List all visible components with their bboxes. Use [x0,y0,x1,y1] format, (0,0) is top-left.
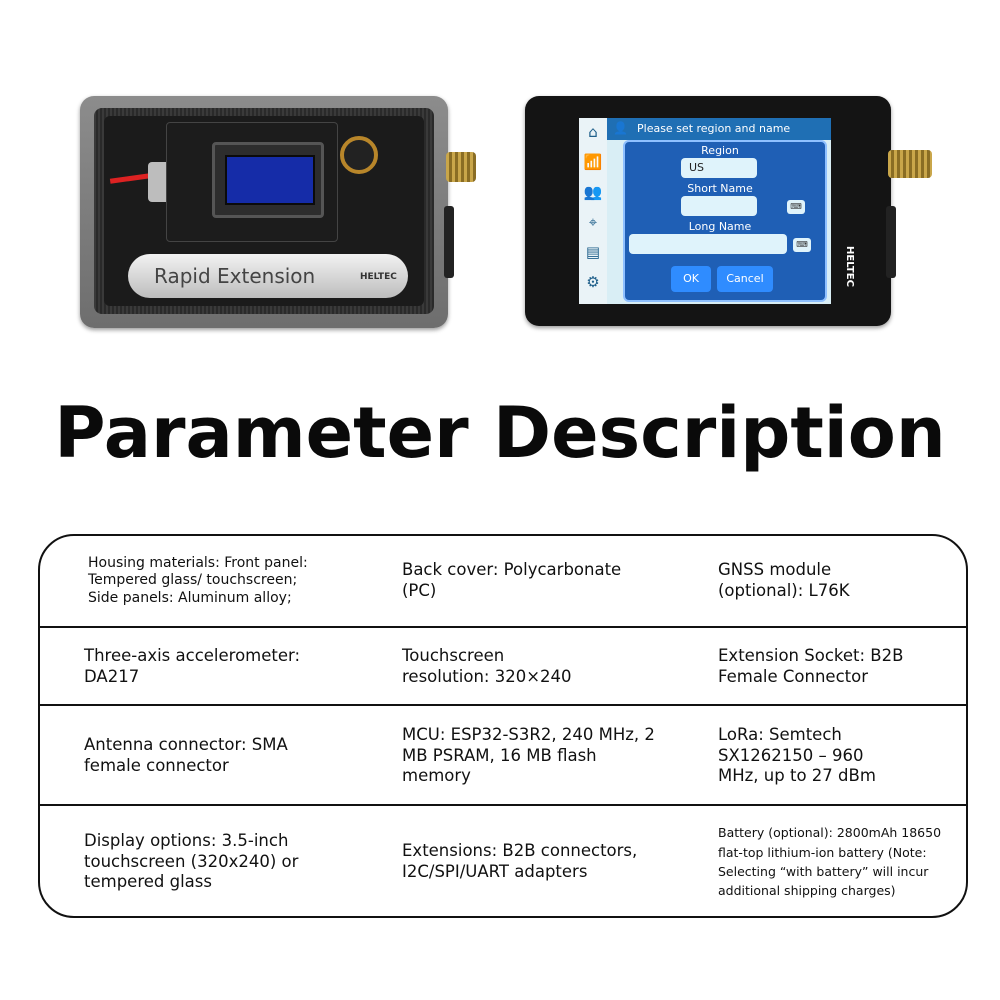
table-cell: Touchscreen resolution: 320×240 [402,646,572,686]
table-cell: Antenna connector: SMA female connector [84,735,288,775]
device-brand: HELTEC [844,246,855,287]
long-name-input[interactable] [629,234,787,254]
battery: Rapid Extension HELTEC [128,254,408,298]
table-cell: GNSS module (optional): L76K [718,560,850,600]
region-dialog: Region US Short Name ⌨ Long Name ⌨ OK Ca… [623,140,827,302]
table-cell: Display options: 3.5-inch touchscreen (3… [84,831,299,892]
ok-button[interactable]: OK [671,266,711,292]
region-value: US [689,161,705,174]
keyboard-icon[interactable]: ⌨ [787,200,805,214]
side-button-left [444,206,454,278]
long-name-label: Long Name [688,220,752,233]
table-row: Housing materials: Front panel: Tempered… [40,536,966,626]
location-icon[interactable]: ⌖ [588,213,598,231]
case-interior: Rapid Extension HELTEC [104,116,424,306]
table-row: Display options: 3.5-inch touchscreen (3… [40,804,966,916]
battery-label: Rapid Extension [154,264,316,288]
region-label: Region [701,144,739,157]
oled-module [212,142,324,218]
screen-header: 👤 Please set region and name [607,118,831,140]
keyboard-icon[interactable]: ⌨ [793,238,811,252]
table-cell: Battery (optional): 2800mAh 18650 flat-t… [718,825,942,899]
side-button-right [886,206,896,278]
short-name-input[interactable] [681,196,757,216]
region-field[interactable]: US [681,158,757,178]
table-cell: Housing materials: Front panel: Tempered… [88,554,308,606]
gnss-coil [340,136,378,174]
red-wire [109,173,151,184]
page-title: Parameter Description [54,392,946,474]
table-cell: Extension Socket: B2B Female Connector [718,646,904,686]
gear-icon[interactable]: ⚙ [586,273,600,291]
parameter-table: Housing materials: Front panel: Tempered… [38,534,968,918]
sma-antenna-connector-left [446,152,476,182]
short-name-label: Short Name [687,182,753,195]
oled-screen [225,155,315,205]
screen-sidebar: ⌂ 📶 👥 ⌖ ▤ ⚙ [579,118,607,304]
map-icon[interactable]: ▤ [585,243,601,261]
table-cell: Back cover: Polycarbonate (PC) [402,560,622,600]
table-cell: LoRa: Semtech SX1262150 – 960 MHz, up to… [718,725,876,786]
radio-tower-icon[interactable]: 📶 [583,153,603,171]
device-transparent-case: Rapid Extension HELTEC [80,96,448,328]
screen-header-title: Please set region and name [637,122,791,135]
user-icon: 👤 [613,121,628,135]
table-cell: Three-axis accelerometer: DA217 [84,646,301,686]
table-cell: MCU: ESP32-S3R2, 240 MHz, 2 MB PSRAM, 16… [402,725,655,786]
sma-antenna-connector-right [888,150,932,178]
cancel-button[interactable]: Cancel [717,266,773,292]
home-icon[interactable]: ⌂ [588,123,598,141]
battery-brand: HELTEC [360,272,397,282]
contacts-icon[interactable]: 👥 [583,183,603,201]
table-cell: Extensions: B2B connectors, I2C/SPI/UART… [402,841,638,881]
case-glass: Rapid Extension HELTEC [94,108,434,314]
touchscreen-display: ⌂ 📶 👥 ⌖ ▤ ⚙ 👤 Please set region and name… [579,118,831,304]
device-touchscreen: ⌂ 📶 👥 ⌖ ▤ ⚙ 👤 Please set region and name… [525,96,891,326]
table-row: Three-axis accelerometer: DA217 Touchscr… [40,626,966,706]
table-row: Antenna connector: SMA female connector … [40,704,966,806]
